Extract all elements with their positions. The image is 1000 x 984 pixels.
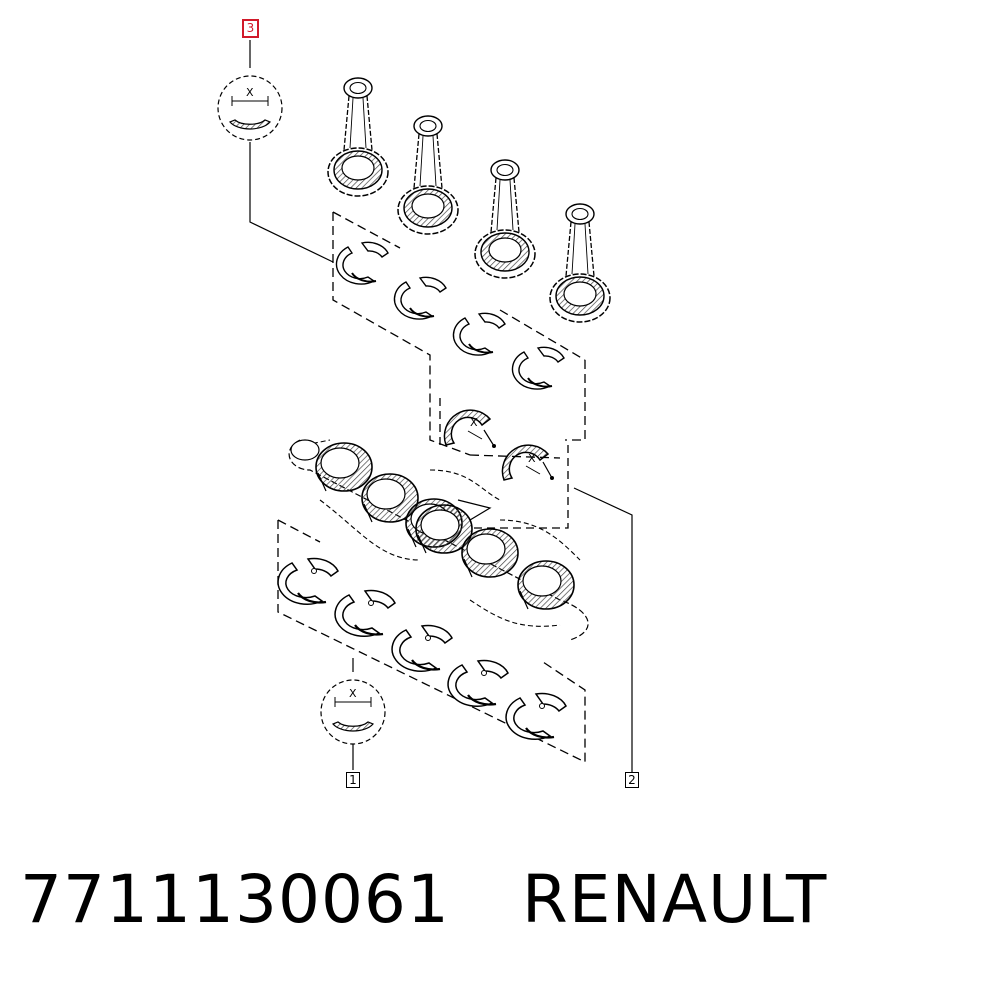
detail-circle-top bbox=[217, 40, 334, 263]
dimension-x-bottom: X bbox=[349, 687, 357, 700]
thrust-washers bbox=[443, 409, 554, 481]
part-number: 7711130061 bbox=[20, 861, 450, 938]
brand-name: RENAULT bbox=[521, 861, 828, 938]
dimension-x-mid-b: X bbox=[528, 452, 536, 465]
caption: 7711130061 RENAULT bbox=[20, 858, 827, 942]
main-bearing-frame bbox=[277, 519, 586, 764]
callout-2[interactable]: 2 bbox=[625, 772, 639, 788]
callout-3[interactable]: 3 bbox=[242, 19, 259, 38]
dimension-x-mid-a: X bbox=[470, 416, 478, 429]
callout-1[interactable]: 1 bbox=[346, 772, 360, 788]
connecting-rods bbox=[327, 77, 611, 323]
leader-2 bbox=[573, 487, 633, 772]
detail-circle-bottom bbox=[320, 658, 386, 770]
thrust-frame bbox=[439, 398, 569, 529]
crankshaft bbox=[288, 439, 589, 641]
dimension-x-top: X bbox=[246, 86, 254, 99]
